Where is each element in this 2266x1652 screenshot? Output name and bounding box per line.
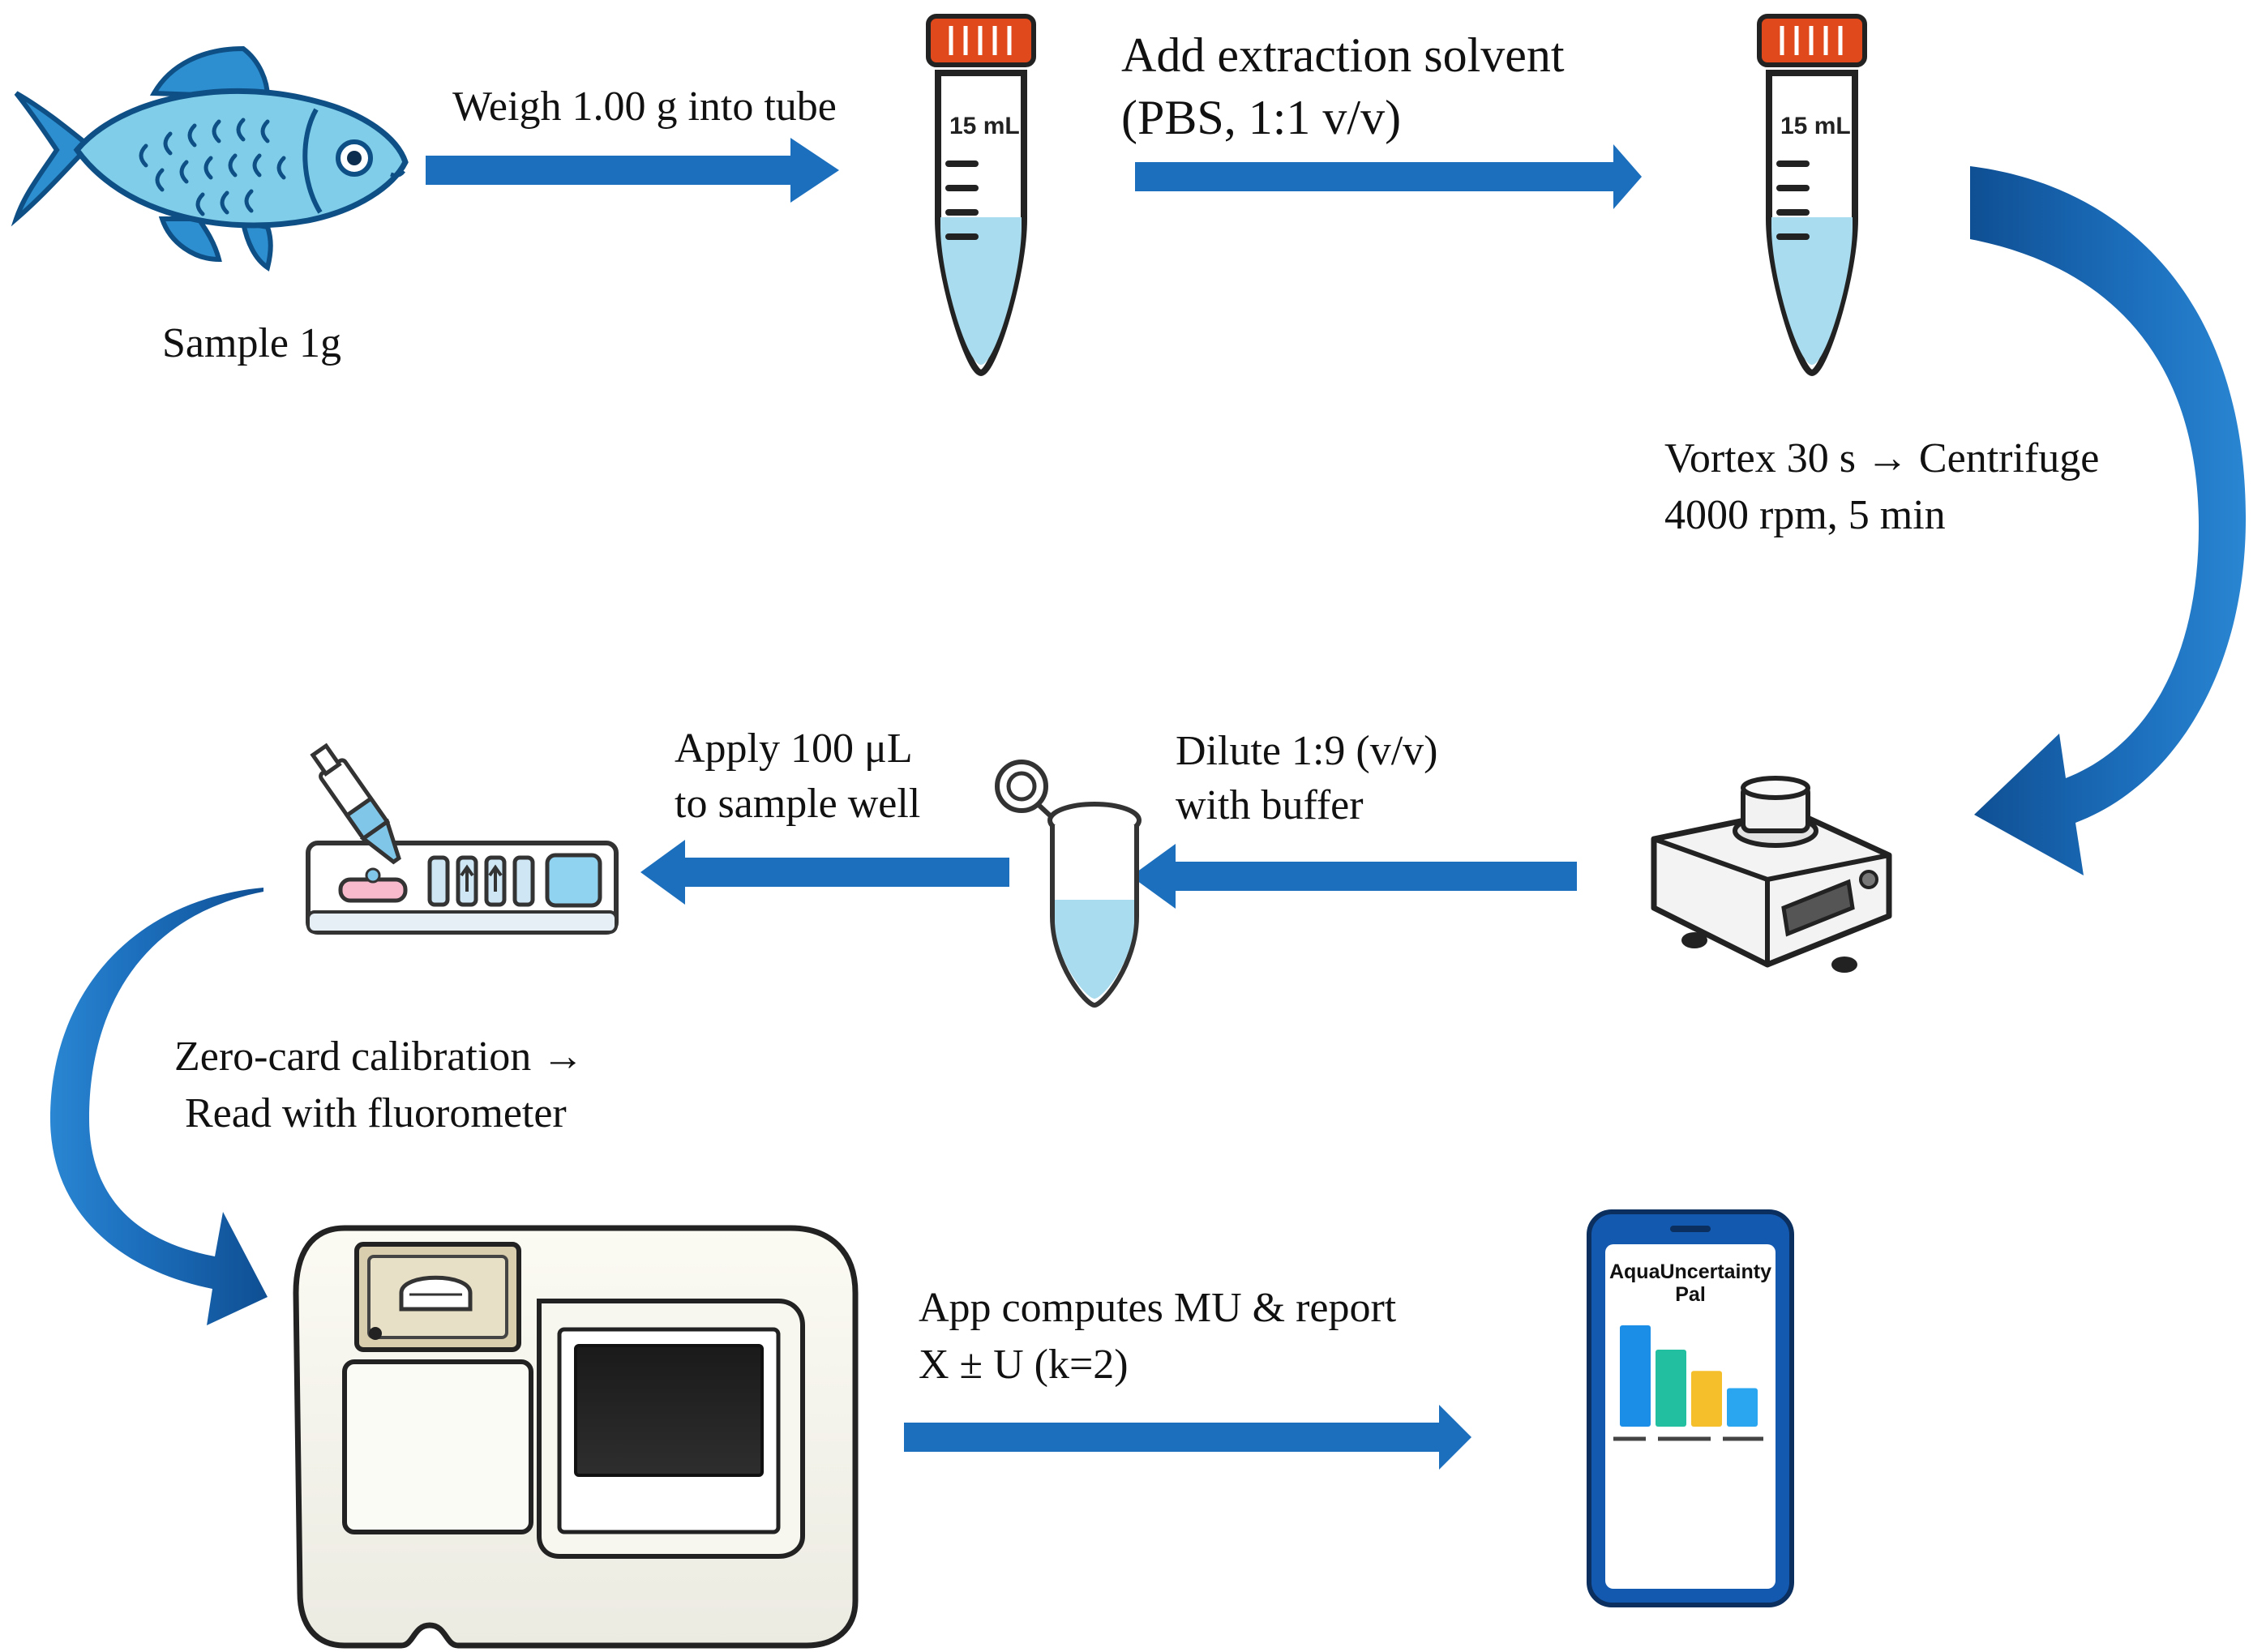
vortex-line1: Vortex 30 s → Centrifuge [1664, 435, 2099, 481]
dilute-line1: Dilute 1:9 (v/v) [1176, 728, 1438, 774]
arrow-dilute [1131, 844, 1577, 909]
tube-volume-label: 15 mL [949, 113, 1020, 139]
apply-line1: Apply 100 μL [675, 725, 913, 772]
zero-card-line2: Read with fluorometer [185, 1090, 567, 1136]
curved-arrow-left [50, 888, 268, 1325]
add-solvent-line1: Add extraction solvent [1121, 28, 1565, 82]
app-name-line2: Pal [1675, 1283, 1706, 1306]
app-line1: App computes MU & report [919, 1285, 1397, 1331]
arrow-apply [640, 840, 1009, 905]
app-name-line1: AquaUncertainty [1609, 1260, 1771, 1283]
centrifuge-tube-icon: 15 mL [926, 14, 1036, 377]
add-solvent-line2: (PBS, 1:1 v/v) [1121, 91, 1401, 144]
test-strip-cassette-icon [306, 743, 619, 935]
vortex-mixer-icon [1651, 776, 1892, 973]
smartphone-icon: AquaUncertainty Pal [1587, 1209, 1794, 1607]
microcentrifuge-tube-icon [995, 760, 1142, 1008]
arrow-add-solvent [1135, 144, 1642, 209]
phone-bar-2 [1656, 1350, 1686, 1427]
zero-card-line1: Zero-card calibration → [174, 1034, 584, 1080]
arrow-app [904, 1405, 1471, 1470]
phone-bar-4 [1727, 1388, 1758, 1427]
arrow-weigh [426, 138, 839, 203]
phone-bar-3 [1691, 1371, 1722, 1427]
sample-label: Sample 1g [162, 320, 341, 366]
tube-volume-label: 15 mL [1780, 113, 1851, 139]
fish-icon [11, 45, 409, 272]
weigh-label: Weigh 1.00 g into tube [452, 83, 837, 130]
apply-line2: to sample well [675, 781, 920, 827]
phone-bar-1 [1620, 1325, 1651, 1427]
centrifuge-tube-icon: 15 mL [1757, 14, 1867, 377]
phone-bar-chart [1620, 1325, 1758, 1427]
curved-arrow-right [1970, 166, 2246, 875]
app-line2: X ± U (k=2) [919, 1342, 1129, 1388]
fluorometer-icon [293, 1225, 859, 1649]
dilute-line2: with buffer [1176, 782, 1364, 828]
vortex-line2: 4000 rpm, 5 min [1664, 492, 1946, 538]
